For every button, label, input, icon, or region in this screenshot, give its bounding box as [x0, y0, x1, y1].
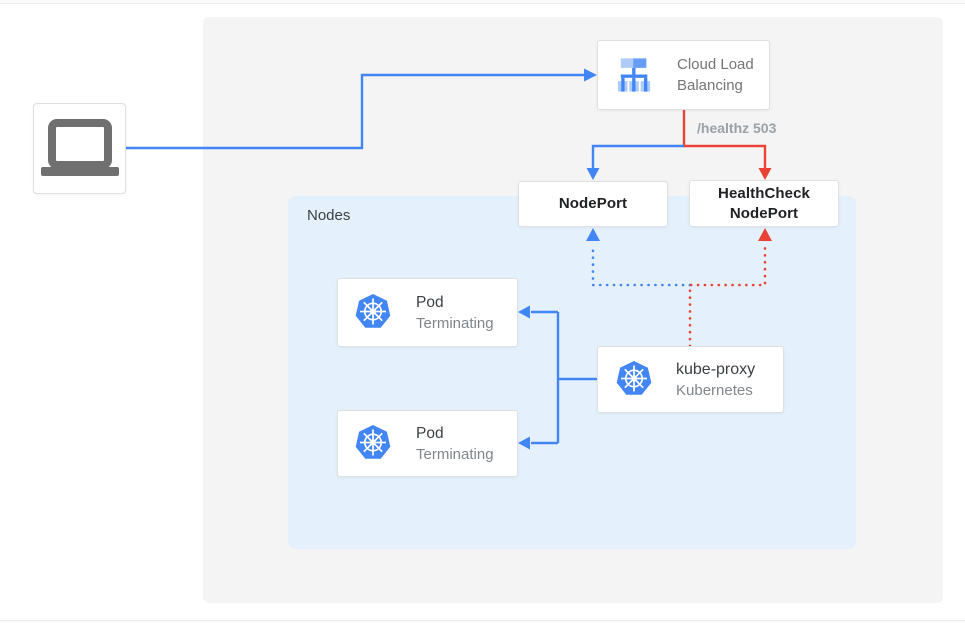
load-balancer-icon — [617, 58, 653, 92]
laptop-icon — [39, 118, 121, 179]
nodeport-label: NodePort — [558, 195, 628, 213]
pod-2-title: Pod — [416, 424, 444, 442]
kubernetes-icon — [614, 360, 654, 399]
client-box — [33, 103, 126, 194]
nodes-panel-label: Nodes — [307, 207, 351, 224]
pod-box-1: Pod Terminating — [337, 278, 518, 347]
pod-2-status: Terminating — [416, 445, 494, 463]
kube-proxy-title: kube-proxy — [676, 361, 756, 379]
nodeport-box: NodePort — [518, 181, 668, 227]
pod-1-status: Terminating — [416, 314, 494, 332]
kubernetes-icon — [353, 293, 393, 332]
kube-proxy-box: kube-proxy Kubernetes — [597, 346, 784, 413]
pod-2-text: Pod Terminating — [416, 423, 494, 465]
pod-1-text: Pod Terminating — [416, 292, 494, 334]
page-top-edge — [0, 0, 965, 4]
pod-1-title: Pod — [416, 293, 444, 311]
cloud-load-balancing-label: Cloud Load Balancing — [677, 56, 754, 94]
healthcheck-nodeport-label: HealthCheck NodePort — [718, 185, 810, 222]
kube-proxy-subtitle: Kubernetes — [676, 382, 753, 400]
kube-proxy-text: kube-proxy Kubernetes — [676, 358, 755, 401]
healthz-status-label: /healthz 503 — [697, 120, 777, 136]
healthcheck-nodeport-box: HealthCheck NodePort — [689, 180, 839, 227]
page-bottom-edge — [0, 620, 965, 623]
pod-box-2: Pod Terminating — [337, 410, 518, 477]
kubernetes-icon — [353, 424, 393, 463]
cloud-load-balancing-box: Cloud Load Balancing — [597, 40, 770, 110]
